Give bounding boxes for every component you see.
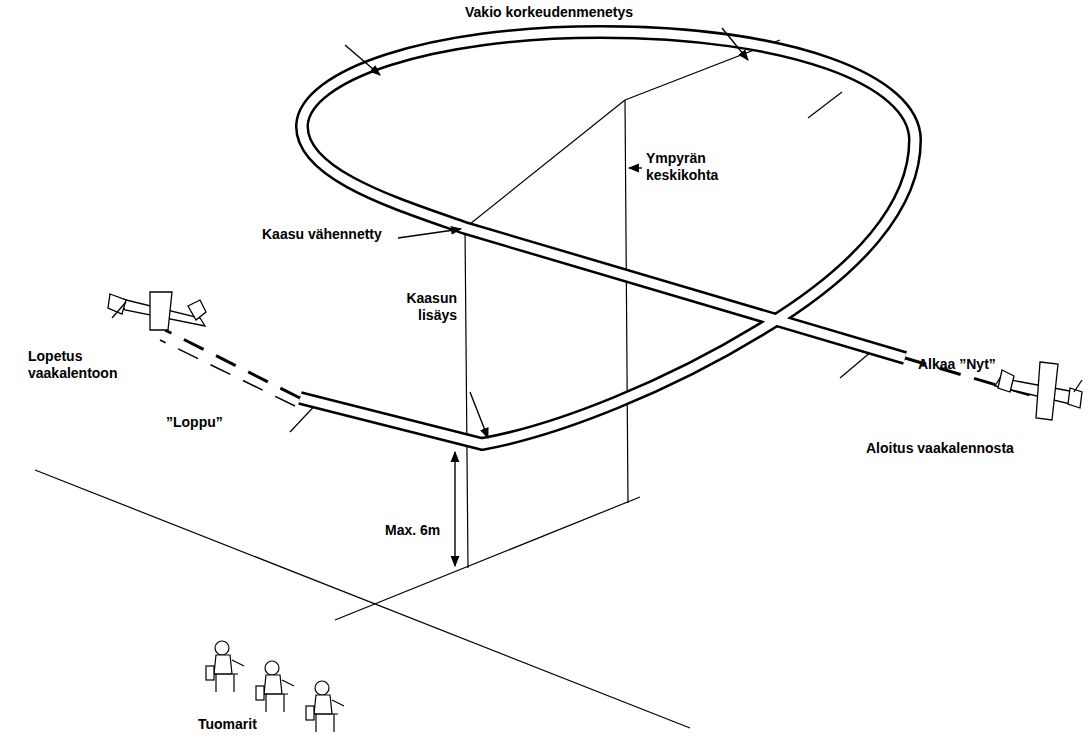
dimension-label: Max. 6m (385, 522, 440, 539)
plane-left (108, 292, 206, 330)
plane-right (995, 362, 1082, 420)
pointer-arrows (345, 28, 748, 566)
throttle-label: Kaasu vähennetty (262, 226, 382, 243)
end-call-label: ”Loppu” (166, 414, 223, 431)
exit-label: Lopetus vaakalentoon (28, 348, 128, 382)
entry-label: Aloitus vaakalennosta (866, 440, 1014, 457)
judges-label: Tuomarit (198, 716, 257, 733)
throttle-label: Kaasun lisäys (395, 290, 457, 324)
construction-lines (35, 40, 878, 728)
figure-title: Vakio korkeudenmenetys (465, 4, 633, 21)
flight-path (160, 32, 1030, 444)
center-label: Ympyrän keskikohta (646, 150, 741, 184)
start-call-label: Alkaa ”Nyt” (918, 356, 996, 373)
